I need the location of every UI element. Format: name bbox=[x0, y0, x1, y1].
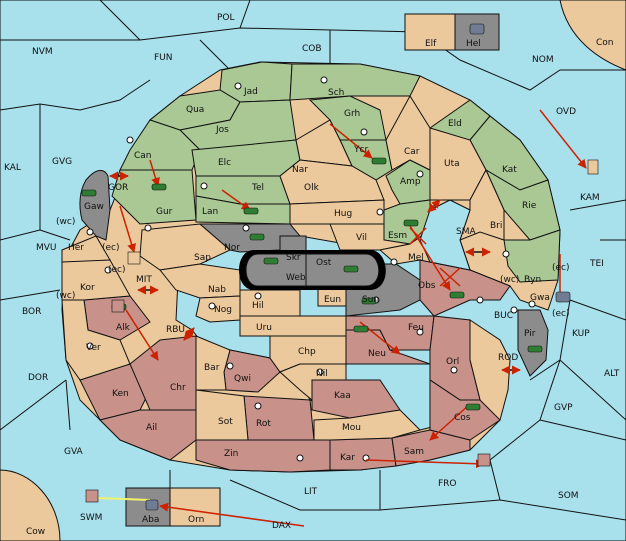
province-Uru[interactable] bbox=[239, 315, 347, 337]
sea-boundaries bbox=[0, 0, 626, 521]
province-Gaw[interactable] bbox=[79, 170, 111, 241]
province-Hug[interactable] bbox=[289, 199, 385, 225]
province-Elf[interactable] bbox=[404, 13, 456, 51]
province-Obs[interactable] bbox=[419, 259, 511, 317]
province-Byn[interactable] bbox=[503, 229, 561, 283]
province-Nog[interactable] bbox=[195, 295, 241, 323]
fleet-units bbox=[85, 23, 599, 511]
supply-centers bbox=[86, 76, 536, 462]
province-Bar[interactable] bbox=[195, 335, 231, 391]
province-Hil[interactable] bbox=[239, 289, 301, 317]
province-Uta[interactable] bbox=[429, 127, 487, 201]
province-Ver[interactable] bbox=[61, 299, 131, 381]
province-Pir[interactable] bbox=[517, 309, 549, 377]
province-Nil[interactable] bbox=[279, 363, 347, 402]
province-Rot[interactable] bbox=[243, 395, 315, 441]
province-Kor[interactable] bbox=[61, 259, 131, 301]
province-Nar[interactable] bbox=[295, 119, 353, 167]
province-Ost-Web[interactable] bbox=[245, 253, 380, 287]
army-units bbox=[81, 157, 543, 411]
passage-markers bbox=[109, 171, 521, 375]
order-arrows bbox=[119, 109, 587, 527]
province-Orn[interactable] bbox=[169, 487, 221, 527]
convoy-line bbox=[95, 497, 151, 501]
province-Sot[interactable] bbox=[195, 389, 249, 441]
province-Mou[interactable] bbox=[313, 409, 421, 441]
province-Kar[interactable] bbox=[329, 437, 397, 471]
